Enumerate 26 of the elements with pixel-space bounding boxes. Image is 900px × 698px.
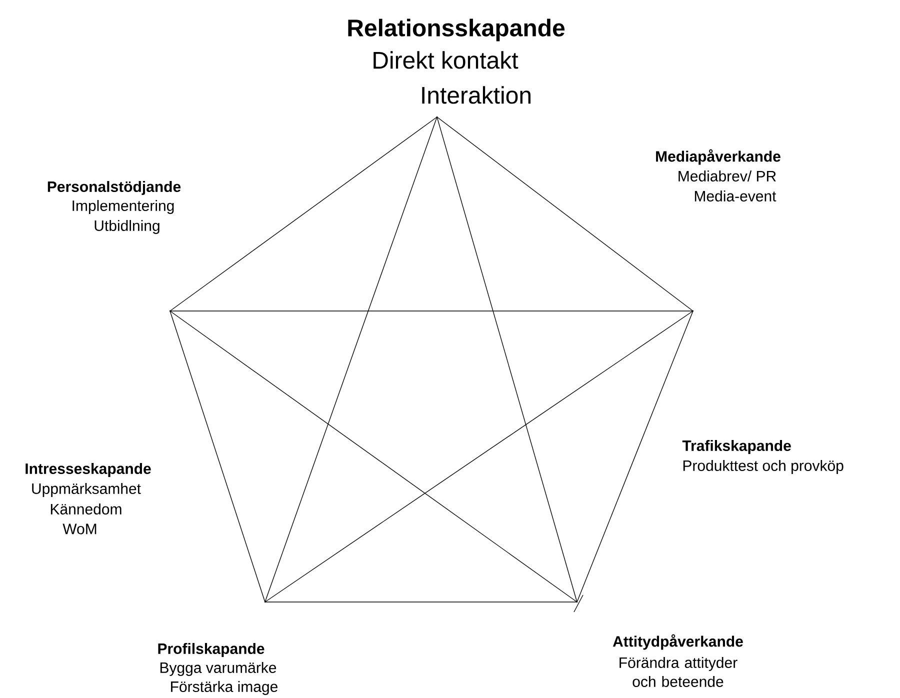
heading: Trafikskapande [682, 440, 791, 454]
line [170, 310, 578, 602]
heading: Personalstödjande [48, 181, 181, 195]
line [436, 116, 694, 312]
label-text: Förändra attityder och beteende [620, 656, 738, 687]
label-text: Media-event [694, 190, 776, 202]
label-text: Utbidlning [94, 220, 160, 234]
label-text: Förstärka image [171, 681, 278, 695]
label-text: Produkttest och provköp [683, 460, 844, 474]
line [170, 310, 266, 602]
label-text: Interaktion [422, 86, 530, 104]
heading: Intresseskapande [26, 463, 151, 477]
line [170, 310, 694, 312]
line [170, 116, 438, 312]
line [264, 310, 694, 602]
line [576, 310, 694, 602]
label-text: Uppmärksamhet [32, 483, 141, 497]
label-text: Implementering [72, 200, 174, 214]
label-text: WoM [62, 524, 96, 534]
line [264, 116, 438, 602]
line [436, 116, 578, 602]
label-text: Mediabrev/ PR [678, 170, 776, 182]
label-text: Direkt kontakt [374, 51, 518, 69]
label-text: Bygga varumärke [160, 662, 276, 676]
label-text: Kännedom [50, 503, 122, 514]
heading: Mediapåverkande [656, 149, 780, 165]
